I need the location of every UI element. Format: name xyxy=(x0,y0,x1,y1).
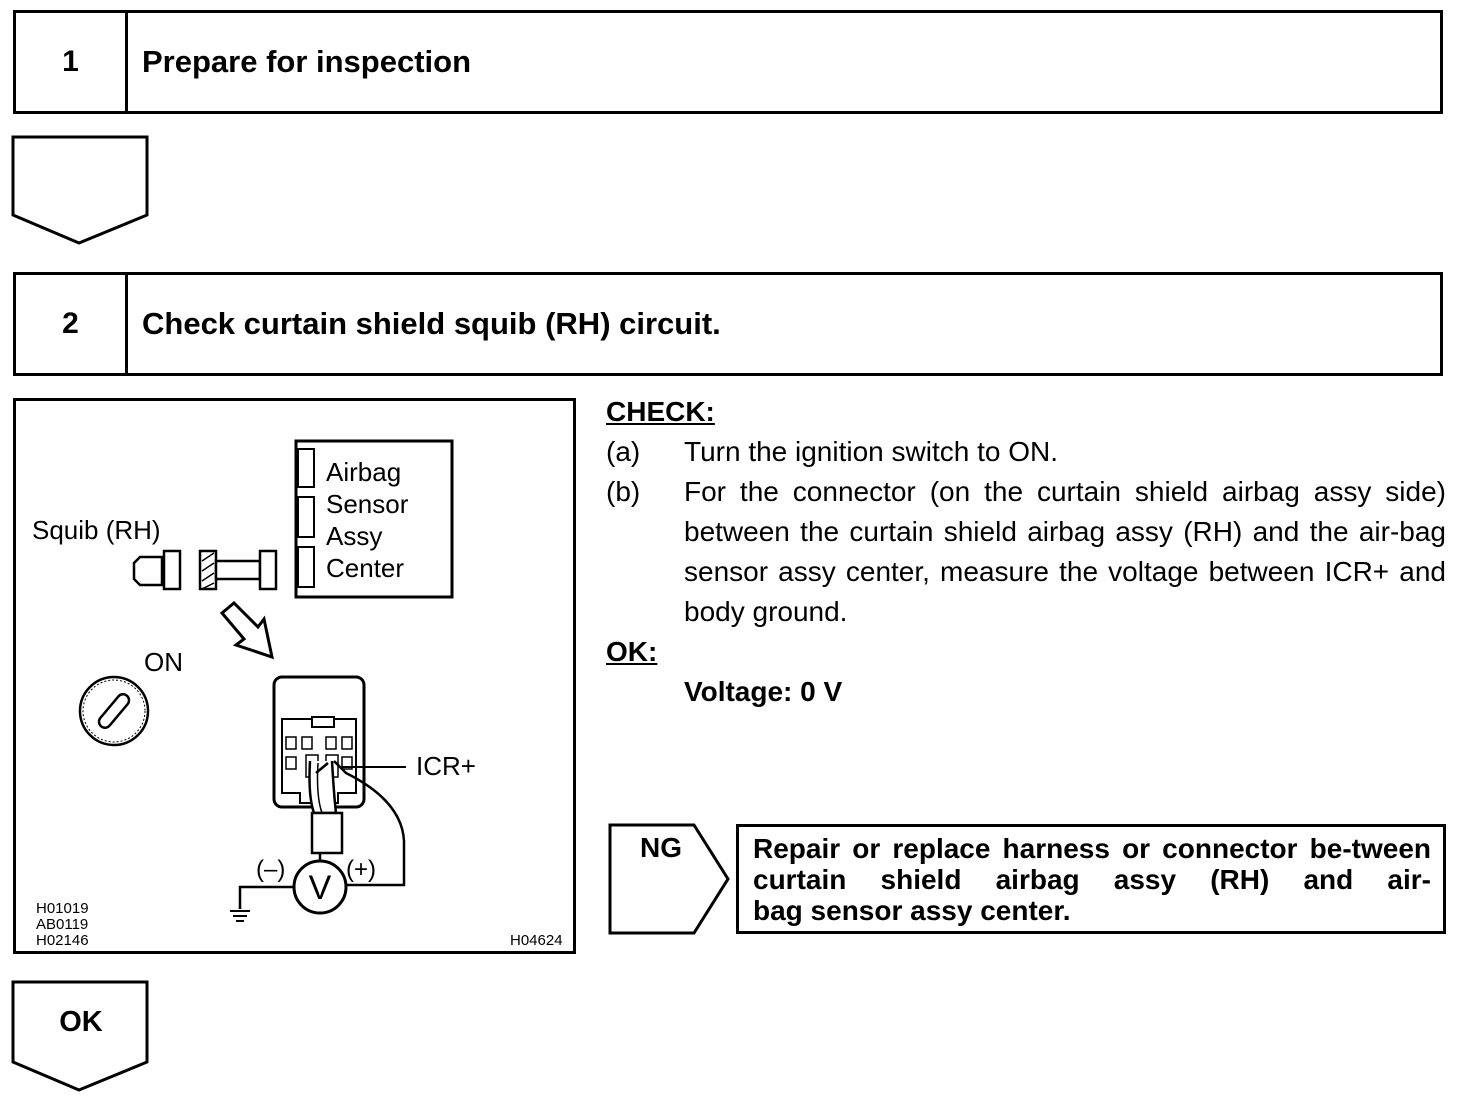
check-item-text: Turn the ignition switch to ON. xyxy=(684,436,1059,467)
step-title: Prepare for inspection xyxy=(142,44,472,79)
ok-value: Voltage: 0 V xyxy=(684,676,843,707)
voltmeter-label: V xyxy=(309,869,332,907)
minus-probe-label: (–) xyxy=(256,856,285,883)
check-item-text: For the connector (on the curtain shield… xyxy=(684,476,1446,627)
figure-illustration: Airbag Sensor Assy Center Squib (RH) ON xyxy=(32,439,563,949)
check-item: (b) For the connector (on the curtain sh… xyxy=(606,472,1446,632)
sensor-label-line: Airbag xyxy=(326,457,401,487)
check-heading: CHECK: xyxy=(606,396,715,427)
squib-label: Squib (RH) xyxy=(32,515,161,545)
voltmeter-icon: V xyxy=(292,859,348,915)
ignition-switch-icon xyxy=(78,675,150,747)
squib-connector-icon xyxy=(132,549,278,591)
check-item: (a) Turn the ignition switch to ON. xyxy=(606,432,1446,472)
ref-code: AB0119 xyxy=(36,916,88,933)
ng-label: NG xyxy=(640,832,682,863)
ng-action-box: Repair or replace harness or connector b… xyxy=(736,824,1446,934)
step-title: Check curtain shield squib (RH) circuit. xyxy=(142,306,721,341)
ok-heading: OK: xyxy=(606,636,658,667)
sensor-label-line: Center xyxy=(326,553,404,583)
ng-action-text: Repair or replace harness or connector b… xyxy=(753,833,1431,895)
wiring-figure: Airbag Sensor Assy Center Squib (RH) ON xyxy=(13,398,576,954)
ref-code: H02146 xyxy=(36,932,89,949)
ref-code: H01019 xyxy=(36,900,89,917)
step-number: 2 xyxy=(16,275,128,373)
step-1-header: 1 Prepare for inspection xyxy=(13,10,1443,114)
ng-action-text-last: bag sensor assy center. xyxy=(753,895,1071,926)
ng-arrow-icon xyxy=(608,823,730,935)
sensor-label-line: Sensor xyxy=(326,489,409,519)
sensor-label-line: Assy xyxy=(326,521,382,551)
down-arrow-icon xyxy=(11,135,149,245)
icr-terminal-label: ICR+ xyxy=(416,751,476,781)
plus-probe-label: (+) xyxy=(346,856,376,883)
ground-symbol-icon xyxy=(230,910,250,922)
ok-arrow-label: OK xyxy=(59,1006,103,1038)
check-item-label: (b) xyxy=(606,476,641,507)
figure-code: H04624 xyxy=(510,932,563,949)
check-item-label: (a) xyxy=(606,436,641,467)
direction-arrow-icon xyxy=(219,600,275,660)
ok-down-arrow-icon xyxy=(11,980,149,1092)
connector-icon xyxy=(272,675,366,855)
check-section: CHECK: (a) Turn the ignition switch to O… xyxy=(606,392,1446,712)
ignition-on-label: ON xyxy=(144,647,183,677)
step-number: 1 xyxy=(16,13,128,111)
step-2-header: 2 Check curtain shield squib (RH) circui… xyxy=(13,272,1443,376)
